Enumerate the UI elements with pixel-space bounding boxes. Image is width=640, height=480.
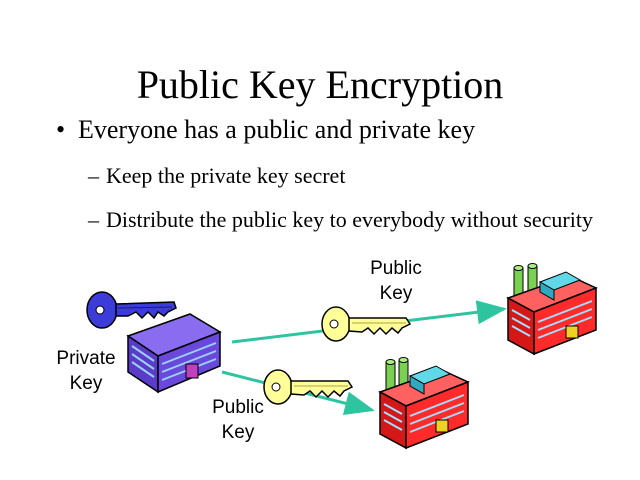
private-key-label-text: Private Key — [56, 348, 116, 394]
main-bullet-text: Everyone has a public and private key — [78, 115, 476, 144]
public-key-label-top-text: Public Key — [370, 258, 422, 304]
public-key-icon — [321, 306, 412, 342]
bullet-marker: • — [56, 115, 66, 144]
building-icon — [126, 313, 222, 394]
main-bullet: • Everyone has a public and private key — [56, 114, 616, 146]
public-key-label-bottom-text: Public Key — [212, 397, 264, 443]
sub-bullet-marker: – — [88, 163, 99, 188]
private-key-label: Private Key — [48, 346, 124, 396]
sub-bullet-2: – Distribute the public key to everybody… — [88, 207, 598, 233]
public-key-label-bottom: Public Key — [198, 395, 278, 445]
sub-bullet-text: Keep the private key secret — [106, 163, 346, 188]
sub-bullet-marker: – — [88, 207, 99, 232]
public-key-label-top: Public Key — [356, 256, 436, 306]
sub-bullet-text: Distribute the public key to everybody w… — [106, 207, 593, 232]
factory-icon — [506, 263, 598, 356]
public-key-icon — [263, 369, 354, 405]
slide-title: Public Key Encryption — [136, 62, 504, 107]
factory-icon — [378, 357, 470, 450]
sub-bullet-1: – Keep the private key secret — [88, 163, 598, 189]
private-key-icon — [86, 291, 177, 329]
